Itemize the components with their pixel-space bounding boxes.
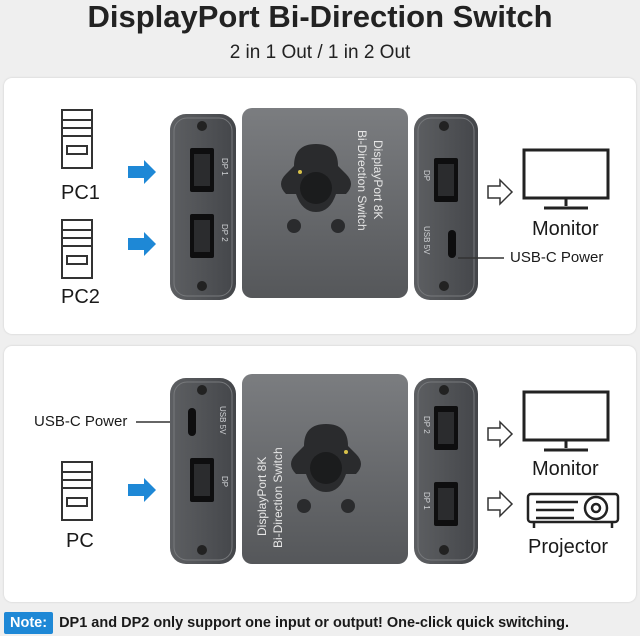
label-pc2: PC2 bbox=[61, 286, 100, 308]
output-arrow-icon bbox=[487, 178, 514, 206]
label-monitor: Monitor bbox=[532, 218, 599, 240]
pc-tower-icon bbox=[61, 461, 93, 521]
label-monitor: Monitor bbox=[532, 458, 599, 480]
port-label-dp1: DP 1 bbox=[220, 158, 229, 176]
port-label-dp1: DP 1 bbox=[422, 492, 431, 510]
label-pc1: PC1 bbox=[61, 182, 100, 204]
pc1-tower-icon bbox=[61, 109, 93, 169]
note-text: DP1 and DP2 only support one input or ou… bbox=[59, 615, 570, 631]
device-brand-text: DisplayPort 8K bbox=[371, 140, 385, 219]
panel-two-in-one-out: DP 1 DP 2 DisplayPort 8K Bi-Direction Sw… bbox=[4, 78, 636, 334]
switch-left-plate: USB 5V DP bbox=[170, 378, 236, 564]
note-badge: Note: bbox=[4, 612, 54, 634]
port-label-usb: USB 5V bbox=[218, 406, 227, 435]
input-arrow-icon bbox=[128, 478, 156, 502]
label-usb-c-power: USB-C Power bbox=[34, 413, 128, 430]
device-brand-text: DisplayPort 8K bbox=[255, 457, 269, 536]
bottom-diagram: USB 5V DP DisplayPort 8K Bi-Direction Sw… bbox=[61, 374, 620, 564]
monitor-icon bbox=[522, 148, 610, 210]
port-label-dp: DP bbox=[422, 170, 431, 181]
monitor-icon bbox=[522, 390, 610, 452]
switch-body: DisplayPort 8K Bi-Direction Switch bbox=[242, 108, 408, 298]
page-title: DisplayPort Bi-Direction Switch bbox=[87, 0, 553, 34]
output-arrow-icon bbox=[487, 420, 514, 518]
label-usb-c-power: USB-C Power bbox=[510, 249, 604, 266]
switch-right-plate: DP 2 DP 1 bbox=[414, 378, 478, 564]
panel-one-in-two-out: USB 5V DP DisplayPort 8K Bi-Direction Sw… bbox=[4, 346, 636, 602]
note-bar: Note: DP1 and DP2 only support one input … bbox=[4, 612, 636, 634]
switch-left-plate: DP 1 DP 2 bbox=[170, 114, 236, 300]
pc2-tower-icon bbox=[61, 219, 93, 279]
port-label-dp: DP bbox=[220, 476, 229, 487]
input-arrow-icon bbox=[128, 160, 156, 256]
top-diagram: DP 1 DP 2 DisplayPort 8K Bi-Direction Sw… bbox=[61, 108, 610, 300]
page-subtitle: 2 in 1 Out / 1 in 2 Out bbox=[229, 42, 411, 63]
switch-right-plate: DP USB 5V bbox=[414, 114, 478, 300]
projector-icon bbox=[526, 492, 620, 528]
label-pc: PC bbox=[66, 530, 94, 552]
switch-body: DisplayPort 8K Bi-Direction Switch bbox=[242, 374, 408, 564]
port-label-dp2: DP 2 bbox=[220, 224, 229, 242]
device-model-text: Bi-Direction Switch bbox=[271, 447, 285, 548]
device-model-text: Bi-Direction Switch bbox=[355, 130, 369, 231]
port-label-dp2: DP 2 bbox=[422, 416, 431, 434]
label-projector: Projector bbox=[528, 536, 609, 558]
port-label-usb: USB 5V bbox=[422, 226, 431, 255]
